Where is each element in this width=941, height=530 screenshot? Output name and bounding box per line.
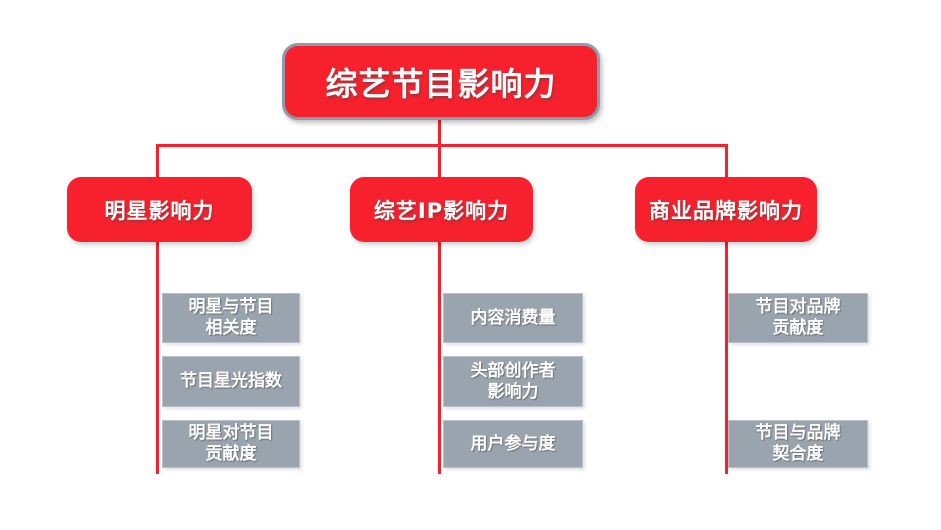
- child-node-star-show-relevance[interactable]: 明星与节目 相关度: [162, 293, 300, 343]
- child-node-starlight-index[interactable]: 节目星光指数: [162, 356, 300, 407]
- child-node-user-engagement[interactable]: 用户参与度: [443, 420, 583, 468]
- child-label: 内容消费量: [470, 307, 556, 328]
- child-label: 节目与品牌 契合度: [755, 423, 841, 464]
- connector-left-drop: [156, 144, 159, 177]
- child-label: 节目对品牌 贡献度: [755, 297, 841, 338]
- root-node[interactable]: 综艺节目影响力: [282, 43, 600, 120]
- child-node-brand-fit[interactable]: 节目与品牌 契合度: [728, 420, 868, 468]
- child-label: 节目星光指数: [180, 371, 282, 391]
- connector-root-stem: [438, 120, 441, 177]
- child-label: 用户参与度: [470, 433, 556, 454]
- connector-mid-spine: [438, 241, 441, 474]
- branch-label: 商业品牌影响力: [649, 198, 803, 223]
- connector-horizontal-bar: [157, 144, 728, 147]
- child-label: 明星对节目 贡献度: [188, 423, 274, 464]
- child-node-brand-contribution[interactable]: 节目对品牌 贡献度: [728, 293, 868, 343]
- connector-right-drop: [725, 144, 728, 177]
- branch-label: 综艺IP影响力: [373, 198, 510, 223]
- branch-node-brand-influence[interactable]: 商业品牌影响力: [635, 177, 817, 242]
- connector-right-spine: [725, 241, 728, 474]
- branch-node-star-influence[interactable]: 明星影响力: [67, 177, 252, 242]
- branch-label: 明星影响力: [104, 198, 215, 223]
- child-node-content-consumption[interactable]: 内容消费量: [443, 293, 583, 343]
- branch-node-ip-influence[interactable]: 综艺IP影响力: [350, 177, 533, 242]
- child-node-star-contribution[interactable]: 明星对节目 贡献度: [162, 420, 300, 468]
- child-label: 头部创作者 影响力: [470, 360, 556, 402]
- child-node-top-creator-influence[interactable]: 头部创作者 影响力: [443, 356, 583, 407]
- child-label: 明星与节目 相关度: [188, 297, 274, 338]
- root-label: 综艺节目影响力: [325, 64, 557, 103]
- connector-left-spine: [156, 241, 159, 474]
